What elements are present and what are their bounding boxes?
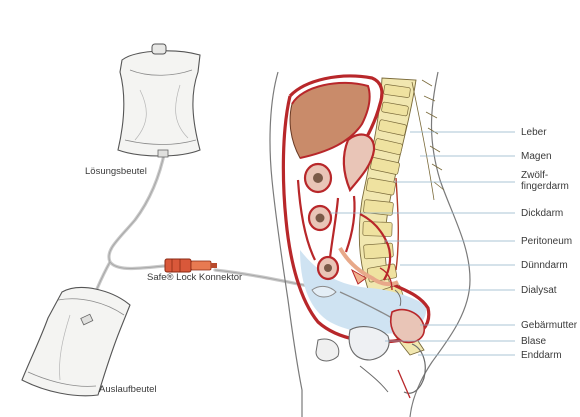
drain-bag-label: Auslaufbeutel (99, 384, 157, 395)
safe-lock-connector (165, 259, 217, 272)
body-cross-section (270, 72, 470, 417)
label-peritoneum: Peritoneum (521, 236, 572, 247)
label-duodenum-line2: fingerdarm (521, 181, 569, 192)
connector-label: Safe® Lock Konnektor (147, 272, 242, 283)
label-uterus: Gebärmutter (521, 320, 577, 331)
label-liver: Leber (521, 127, 547, 138)
label-dialysate: Dialysat (521, 285, 557, 296)
drain-bag (22, 288, 130, 396)
label-rectum: Enddarm (521, 350, 562, 361)
solution-bag-label: Lösungsbeutel (85, 166, 147, 177)
bladder (349, 327, 389, 360)
label-stomach: Magen (521, 151, 552, 162)
label-colon: Dickdarm (521, 208, 563, 219)
label-small-intestine: Dünndarm (521, 260, 568, 271)
label-bladder: Blase (521, 336, 546, 347)
label-duodenum-line1: Zwölf- (521, 170, 548, 181)
solution-bag (118, 44, 200, 157)
